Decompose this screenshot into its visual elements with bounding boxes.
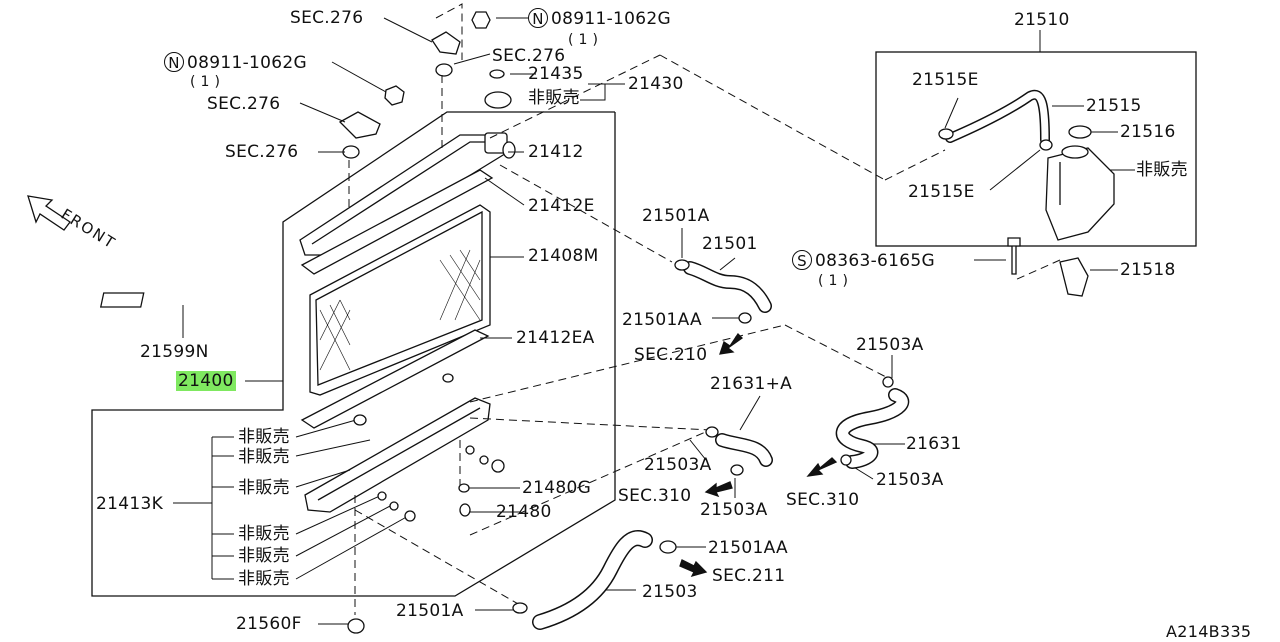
label-21400[interactable]: 21400 (176, 371, 236, 391)
radiator-core (309, 204, 491, 396)
label-21515E-2: 21515E (908, 182, 975, 202)
label-21435: 21435 (528, 64, 584, 84)
radiator-lower-tank (304, 397, 491, 513)
n-mark-icon: N (528, 8, 548, 28)
label-nonsale-4: 非販売 (238, 524, 290, 544)
label-21413K: 21413K (96, 494, 164, 514)
arrow-sec210-icon (719, 332, 744, 355)
label-21501: 21501 (702, 234, 758, 254)
radiator-group-outline (91, 111, 616, 597)
label-sec310-1: SEC.310 (618, 486, 692, 506)
label-21599N: 21599N (140, 342, 209, 362)
label-21515E: 21515E (912, 70, 979, 90)
label-sec276-left: SEC.276 (207, 94, 281, 114)
s-mark-icon: S (792, 250, 812, 270)
arrow-sec310-icon (704, 481, 733, 498)
label-sec276-top: SEC.276 (290, 8, 364, 28)
left-rubber-mount (342, 145, 360, 159)
front-arrow-icon (27, 195, 71, 231)
radiator-upper-tank (299, 132, 516, 256)
label-plate (99, 292, 145, 308)
label-21503A-top: 21503A (856, 335, 924, 355)
label-08911-left-qty: ( 1 ) (190, 74, 221, 90)
label-21515: 21515 (1086, 96, 1142, 116)
label-nonsale-2: 非販売 (238, 447, 290, 467)
label-nonsale-3: 非販売 (238, 478, 290, 498)
upper-seal (300, 169, 494, 275)
label-nonsale-6: 非販売 (238, 569, 290, 589)
label-nonsale-1: 非販売 (238, 427, 290, 447)
label-nonsale-5: 非販売 (238, 546, 290, 566)
label-21408M: 21408M (528, 246, 599, 266)
label-21480G: 21480G (522, 478, 592, 498)
label-nonsale-cap: 非販売 (528, 88, 580, 108)
label-21631: 21631 (906, 434, 962, 454)
label-sec276-mid: SEC.276 (492, 46, 566, 66)
label-21501A-top: 21501A (642, 206, 710, 226)
lower-seal (300, 329, 490, 429)
reservoir-group-box (875, 51, 1197, 247)
label-21510: 21510 (1014, 10, 1070, 30)
left-bracket (338, 111, 381, 139)
label-21503A-right: 21503A (876, 470, 944, 490)
label-21412EA: 21412EA (516, 328, 595, 348)
label-08363-qty: ( 1 ) (818, 273, 849, 289)
label-21412E: 21412E (528, 196, 595, 216)
radiator-cap (484, 91, 512, 109)
top-rubber-mount (435, 63, 453, 77)
hose-21503 (532, 530, 653, 630)
cap-seal (489, 69, 505, 79)
diagram-code: A214B335 (1166, 622, 1252, 641)
label-21503A-2: 21503A (700, 500, 768, 520)
label-nonsale-tank: 非販売 (1136, 160, 1188, 180)
label-sec211: SEC.211 (712, 566, 786, 586)
label-21516: 21516 (1120, 122, 1176, 142)
tank-bracket (1059, 257, 1089, 297)
label-08911-top-qty: ( 1 ) (568, 32, 599, 48)
arrow-sec310b-icon (806, 457, 838, 477)
label-21518: 21518 (1120, 260, 1176, 280)
label-21501A-bottom: 21501A (396, 601, 464, 621)
label-21480: 21480 (496, 502, 552, 522)
hose-clamps (347, 128, 1053, 634)
label-21631A: 21631+A (710, 374, 793, 394)
top-bracket (431, 31, 461, 55)
top-nut (471, 11, 491, 29)
n-mark-icon-2: N (164, 52, 184, 72)
label-21430: 21430 (628, 74, 684, 94)
left-nut (384, 85, 405, 106)
label-sec210: SEC.210 (634, 345, 708, 365)
arrow-sec211-icon (679, 559, 708, 578)
label-21503: 21503 (642, 582, 698, 602)
label-21412: 21412 (528, 142, 584, 162)
reservoir-tank (1045, 125, 1115, 241)
label-sec276-left2: SEC.276 (225, 142, 299, 162)
label-21501AA-bottom: 21501AA (708, 538, 788, 558)
label-21560F: 21560F (236, 614, 302, 634)
tank-bolt (1007, 237, 1021, 275)
label-21503A-1: 21503A (644, 455, 712, 475)
label-sec310-2: SEC.310 (786, 490, 860, 510)
label-21501AA-mid: 21501AA (622, 310, 702, 330)
